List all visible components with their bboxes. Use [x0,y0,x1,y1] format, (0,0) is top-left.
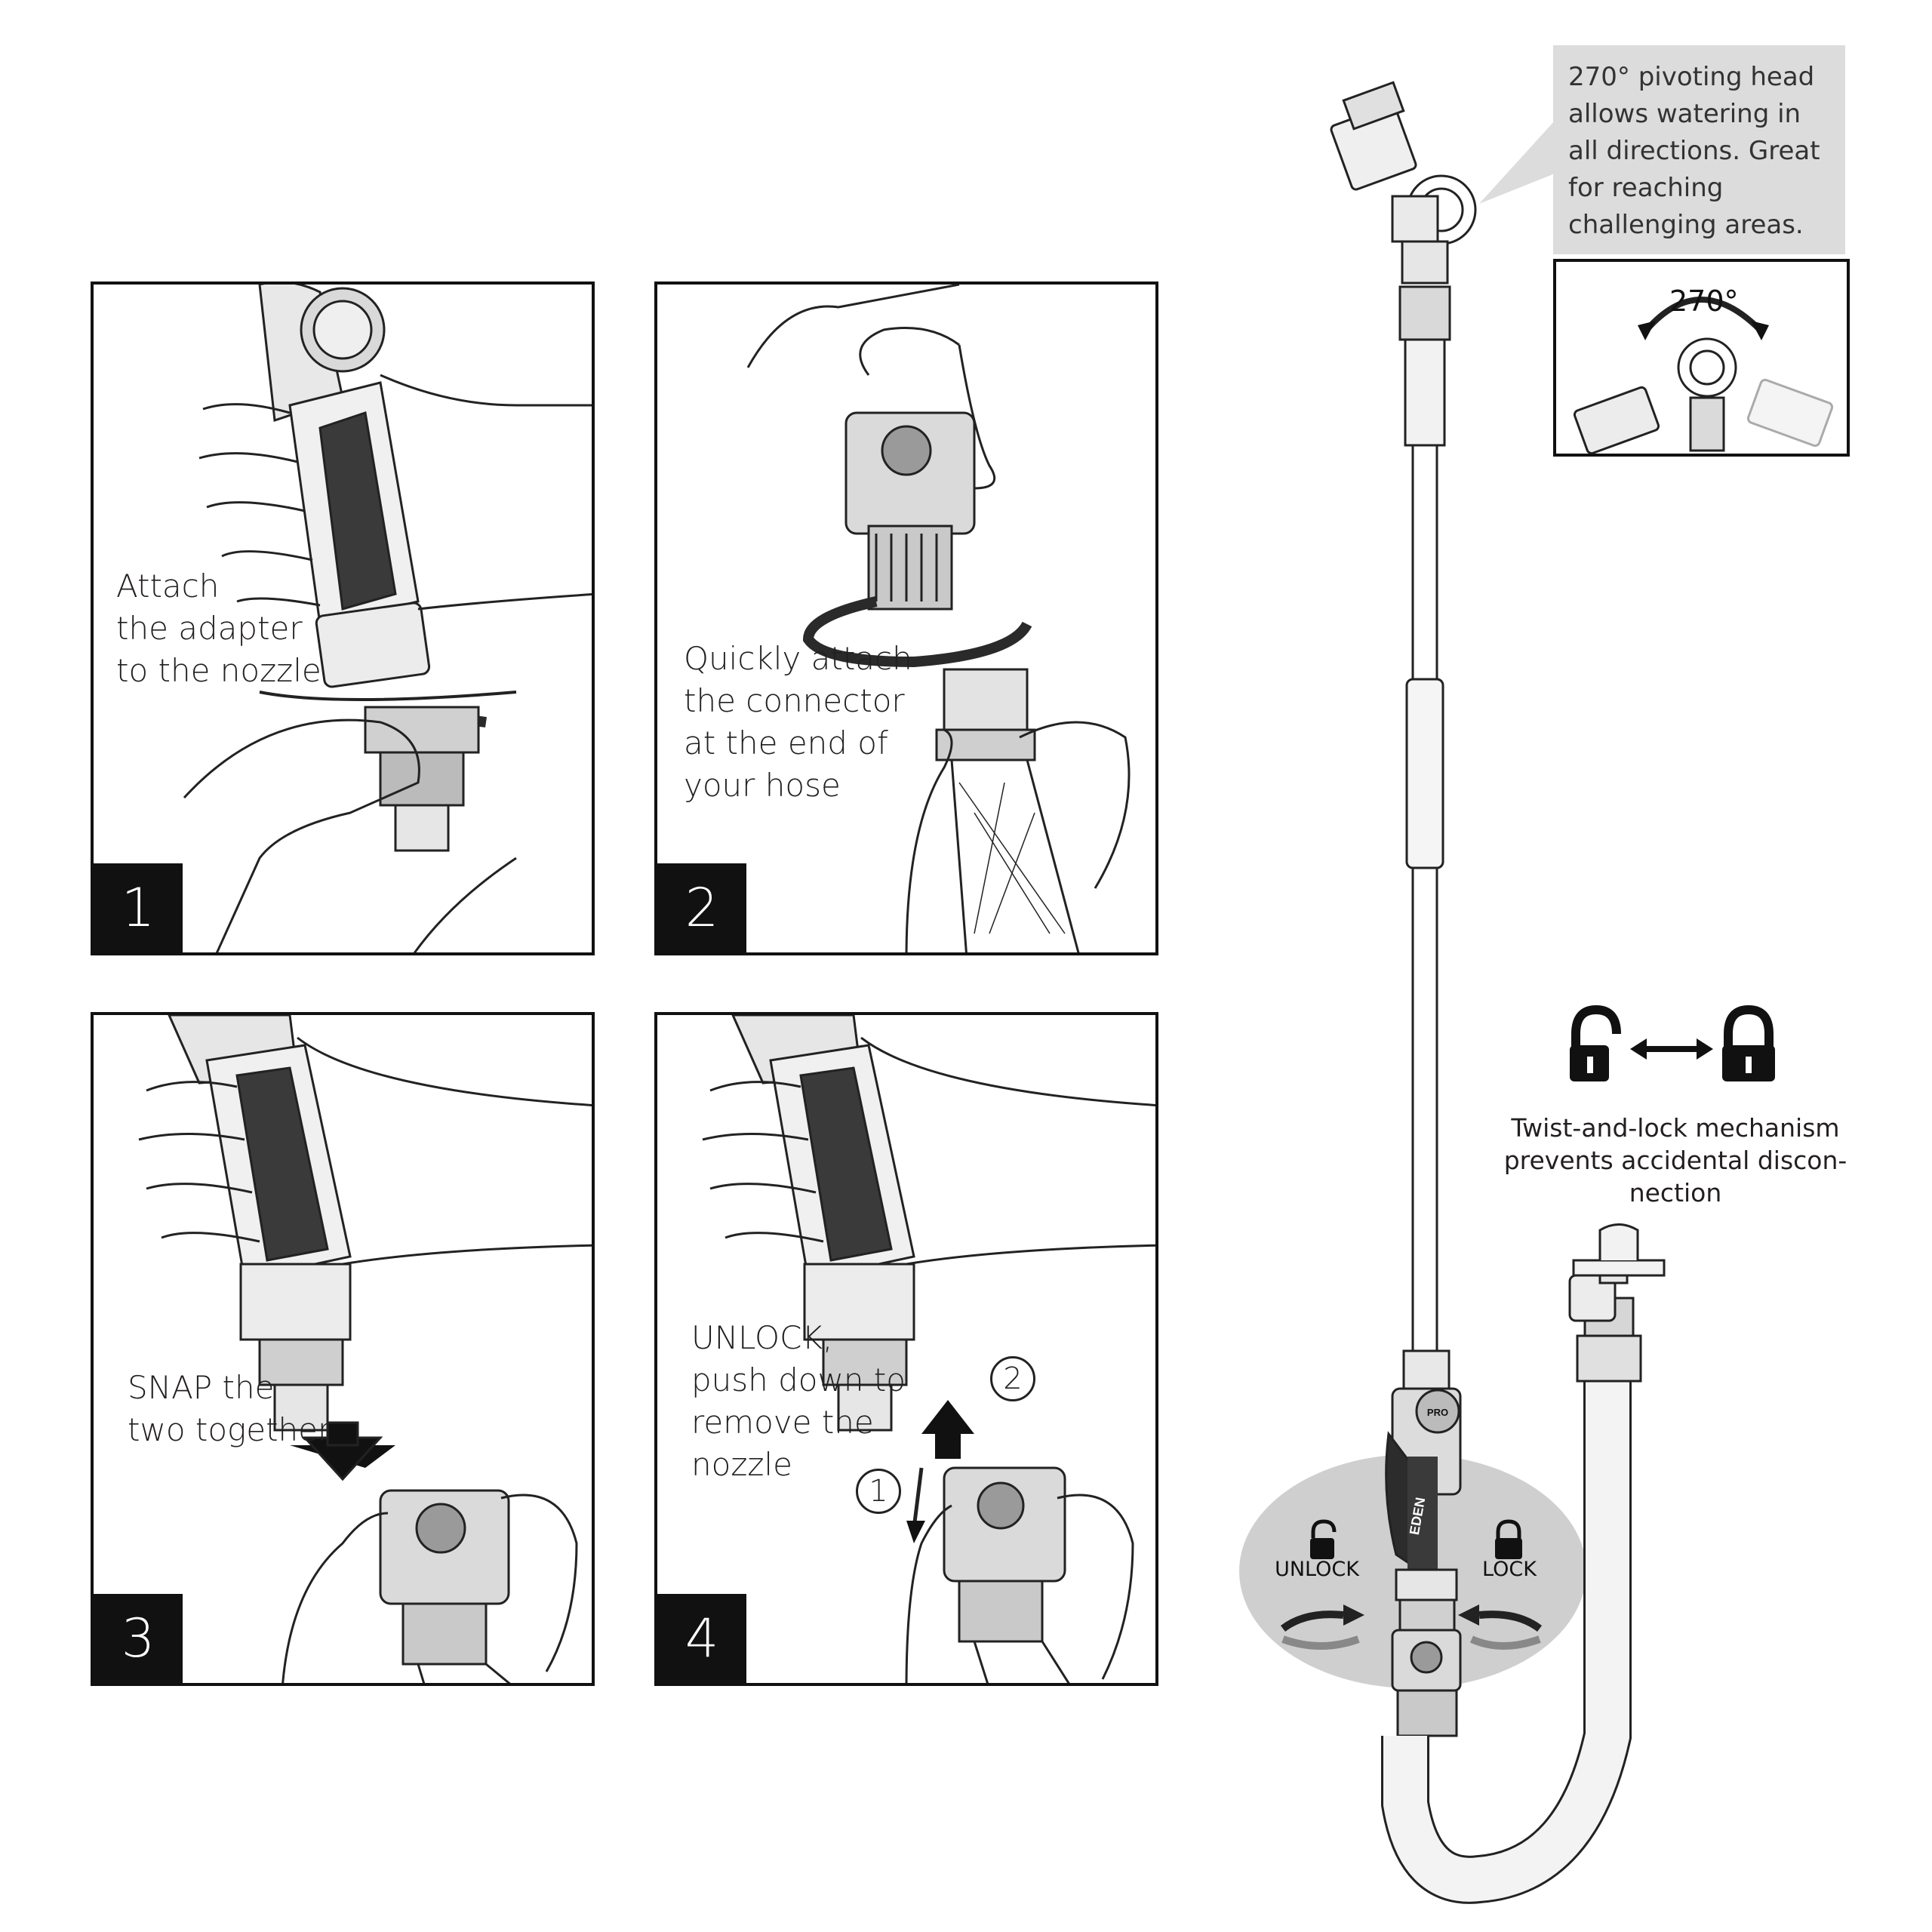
step-4-caption: UNLOCK, push down to remove the nozzle [691,1319,906,1483]
step-1-caption: Attach the adapter to the nozzle [116,568,321,689]
pivot-inset: 270° [1553,259,1850,457]
lock-arrow [1458,1604,1543,1650]
twist-lock-caption: Twist-and-lock mechanism prevents accide… [1479,1079,1872,1209]
unlock-small-icon [1310,1519,1337,1559]
pivot-callout-text: 270° pivoting head allows watering in al… [1568,62,1820,240]
step-4-badge: 4 [657,1594,746,1683]
hose [1383,1381,1629,1902]
locked-padlock-icon [1722,1004,1775,1081]
unlock-arrow [1280,1604,1364,1650]
callout-pointer [1479,121,1555,204]
pivot-callout: 270° pivoting head allows watering in al… [1553,45,1845,254]
nozzle-end [1395,1568,1458,1601]
double-arrow-icon [1630,1038,1713,1060]
step-4-illustration [702,1015,1155,1683]
pivot-head [1330,81,1477,341]
step-1-illustration [183,285,592,952]
pivot-inset-illustration [1573,297,1834,454]
step-4-marker-2: 2 [990,1356,1035,1401]
adapter [1398,1598,1456,1632]
step-1-badge: 1 [94,863,183,952]
step-4-panel: UNLOCK, push down to remove the nozzle 1… [654,1012,1158,1686]
angle-label: 270° [1669,285,1739,318]
lock-label: LOCK [1482,1558,1537,1581]
lower-shaft [1411,866,1438,1352]
step-2-panel: Quickly attach the connector at the end … [654,281,1158,955]
connector-nut [1396,1689,1458,1737]
twist-lock-caption-text: Twist-and-lock mechanism prevents accide… [1503,1113,1847,1208]
step-3-caption: SNAP the two together [128,1369,331,1448]
step-3-illustration [138,1015,592,1683]
step-3-badge: 3 [94,1594,183,1683]
grip-sleeve [1405,678,1444,869]
step-2-badge: 2 [657,863,746,952]
step-3-panel: SNAP the two together 3 [91,1012,595,1686]
lock-small-icon [1495,1519,1522,1559]
step-2-illustration [746,285,1131,952]
unlocked-padlock-icon [1570,1004,1621,1081]
pro-badge: PRO [1427,1407,1448,1418]
faucet [1568,1223,1666,1383]
trigger-handle [1385,1349,1462,1572]
unlock-label: UNLOCK [1275,1558,1359,1581]
step-4-marker-1: 1 [856,1469,901,1514]
step-2-caption: Quickly attach the connector at the end … [684,640,912,804]
step-1-panel: Attach the adapter to the nozzle 1 [91,281,595,955]
upper-shaft [1411,444,1438,681]
upper-collar [1404,338,1446,447]
